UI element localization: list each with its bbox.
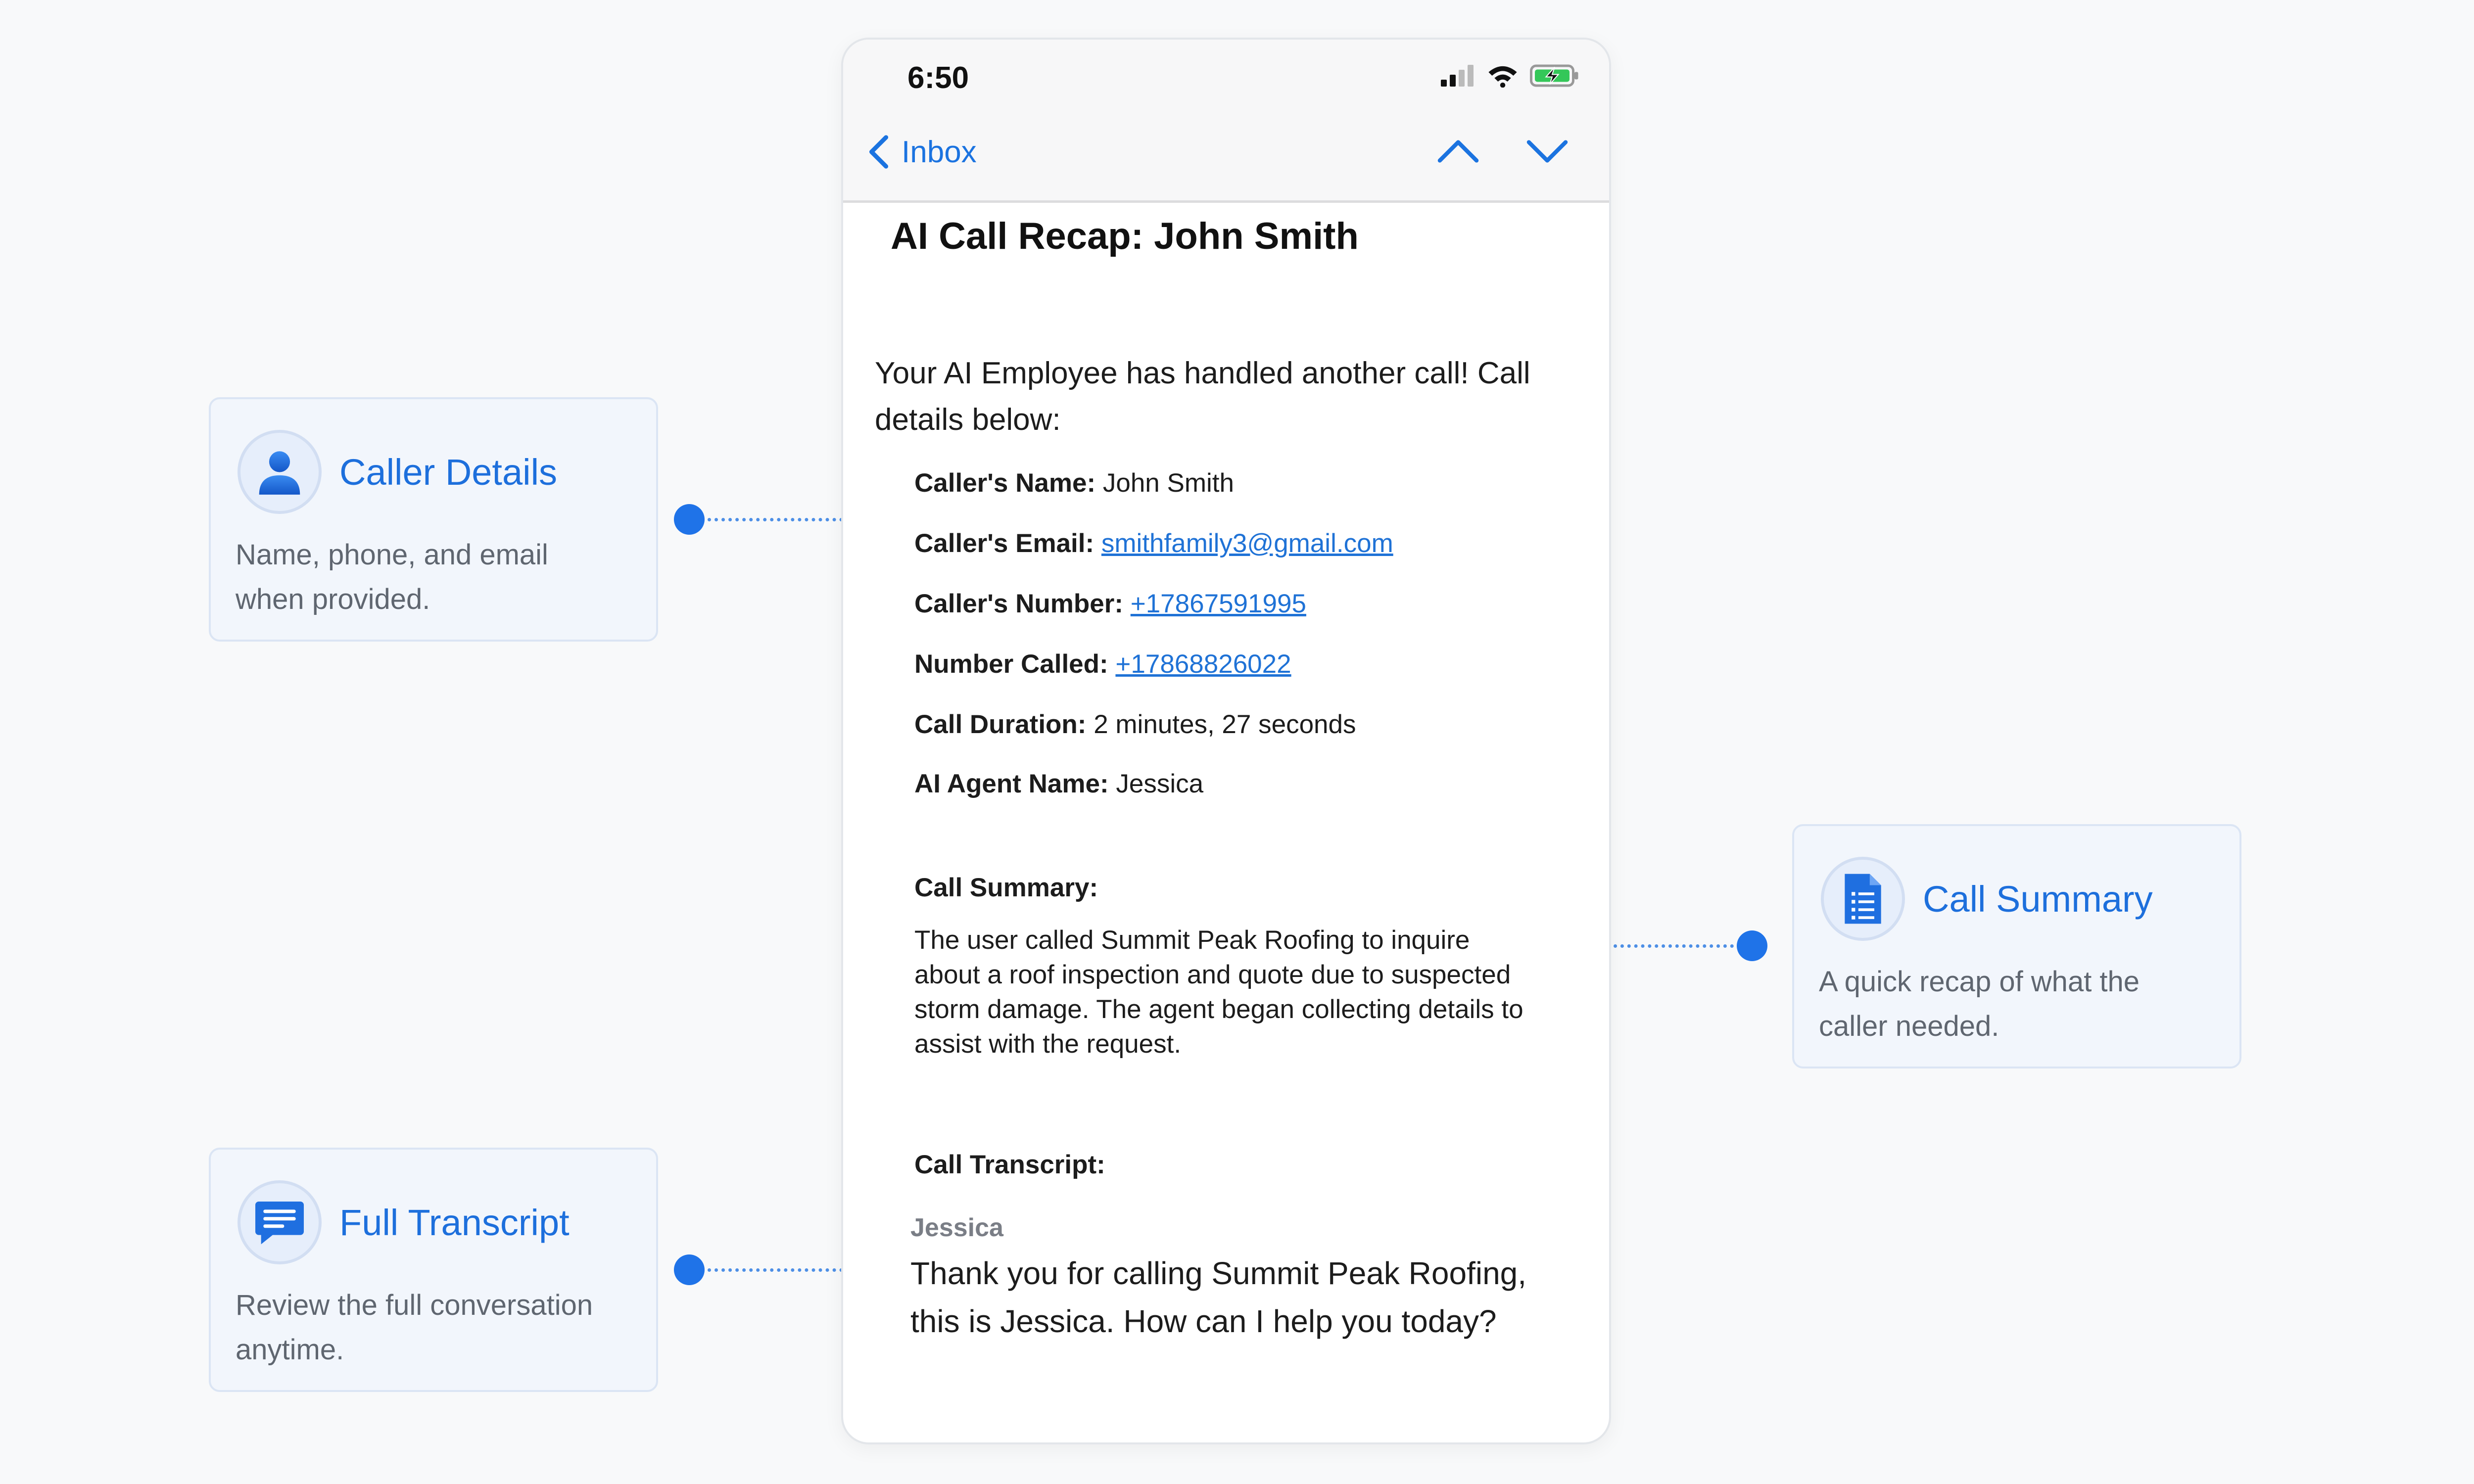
detail-caller-number: Caller's Number: +17867591995 bbox=[914, 589, 1306, 619]
caller-details-callout: Caller Details Name, phone, and email wh… bbox=[209, 397, 658, 642]
full-transcript-title: Full Transcript bbox=[339, 1202, 570, 1243]
caller-details-title: Caller Details bbox=[339, 451, 558, 493]
back-to-inbox-button[interactable]: Inbox bbox=[868, 134, 977, 170]
detail-call-duration: Call Duration: 2 minutes, 27 seconds bbox=[914, 709, 1356, 740]
message-navigation bbox=[1436, 139, 1570, 164]
phone-header: 6:50 Inbox bbox=[843, 40, 1609, 203]
chevron-left-icon bbox=[869, 135, 889, 169]
detail-caller-name: Caller's Name: John Smith bbox=[914, 468, 1234, 498]
transcript-message: Thank you for calling Summit Peak Roofin… bbox=[910, 1255, 1527, 1339]
email-subject: AI Call Recap: John Smith bbox=[891, 215, 1359, 257]
call-summary-callout: Call Summary A quick recap of what the c… bbox=[1792, 824, 2241, 1068]
call-summary-header: Call Summary bbox=[1821, 857, 2153, 941]
detail-label: Caller's Name: bbox=[914, 468, 1096, 498]
wifi-icon bbox=[1488, 66, 1517, 88]
transcript-speaker: Jessica bbox=[910, 1213, 1003, 1242]
user-icon bbox=[238, 430, 322, 514]
full-transcript-connector-dot bbox=[674, 1254, 705, 1285]
call-summary-connector-dot bbox=[1737, 930, 1767, 961]
chat-message-icon bbox=[238, 1180, 322, 1264]
cellular-signal-icon bbox=[1441, 65, 1474, 87]
call-transcript-heading: Call Transcript: bbox=[914, 1150, 1105, 1179]
detail-value: Jessica bbox=[1116, 769, 1204, 798]
previous-message-button[interactable] bbox=[1436, 139, 1480, 164]
detail-number-called: Number Called: +17868826022 bbox=[914, 649, 1291, 679]
back-label: Inbox bbox=[902, 135, 977, 169]
call-summary-text: The user called Summit Peak Roofing to i… bbox=[914, 926, 1523, 1059]
caller-number-link[interactable]: +17867591995 bbox=[1130, 589, 1306, 618]
detail-label: Caller's Email: bbox=[914, 529, 1094, 558]
detail-caller-email: Caller's Email: smithfamily3@gmail.com bbox=[914, 528, 1393, 558]
call-summary-heading: Call Summary: bbox=[914, 873, 1098, 902]
call-summary-description: A quick recap of what the caller needed. bbox=[1819, 966, 2140, 1042]
caller-details-description: Name, phone, and email when provided. bbox=[236, 539, 548, 615]
caller-email-link[interactable]: smithfamily3@gmail.com bbox=[1101, 529, 1393, 558]
battery-charging-icon bbox=[1530, 64, 1578, 87]
chevron-up-icon bbox=[1437, 140, 1479, 163]
call-summary-title: Call Summary bbox=[1923, 878, 2153, 920]
status-time: 6:50 bbox=[907, 61, 969, 95]
detail-label: Call Duration: bbox=[914, 710, 1087, 739]
detail-label: Caller's Number: bbox=[914, 589, 1124, 618]
full-transcript-callout: Full Transcript Review the full conversa… bbox=[209, 1148, 658, 1392]
caller-details-header: Caller Details bbox=[238, 430, 557, 514]
document-icon bbox=[1821, 857, 1905, 941]
chevron-down-icon bbox=[1526, 140, 1568, 163]
detail-agent-name: AI Agent Name: Jessica bbox=[914, 769, 1203, 799]
phone-email-view: 6:50 Inbox bbox=[841, 38, 1611, 1444]
call-summary-connector-line bbox=[1566, 944, 1734, 948]
caller-details-connector-line bbox=[708, 518, 878, 521]
detail-value: 2 minutes, 27 seconds bbox=[1094, 710, 1356, 739]
number-called-link[interactable]: +17868826022 bbox=[1115, 649, 1291, 679]
email-intro: Your AI Employee has handled another cal… bbox=[875, 356, 1530, 437]
full-transcript-description: Review the full conversation anytime. bbox=[236, 1289, 593, 1366]
full-transcript-header: Full Transcript bbox=[238, 1180, 570, 1264]
full-transcript-connector-line bbox=[708, 1268, 878, 1272]
caller-details-connector-dot bbox=[674, 504, 705, 535]
detail-label: AI Agent Name: bbox=[914, 769, 1109, 798]
detail-value: John Smith bbox=[1102, 468, 1234, 498]
detail-label: Number Called: bbox=[914, 649, 1108, 679]
next-message-button[interactable] bbox=[1525, 139, 1570, 164]
status-icons bbox=[1440, 63, 1579, 88]
